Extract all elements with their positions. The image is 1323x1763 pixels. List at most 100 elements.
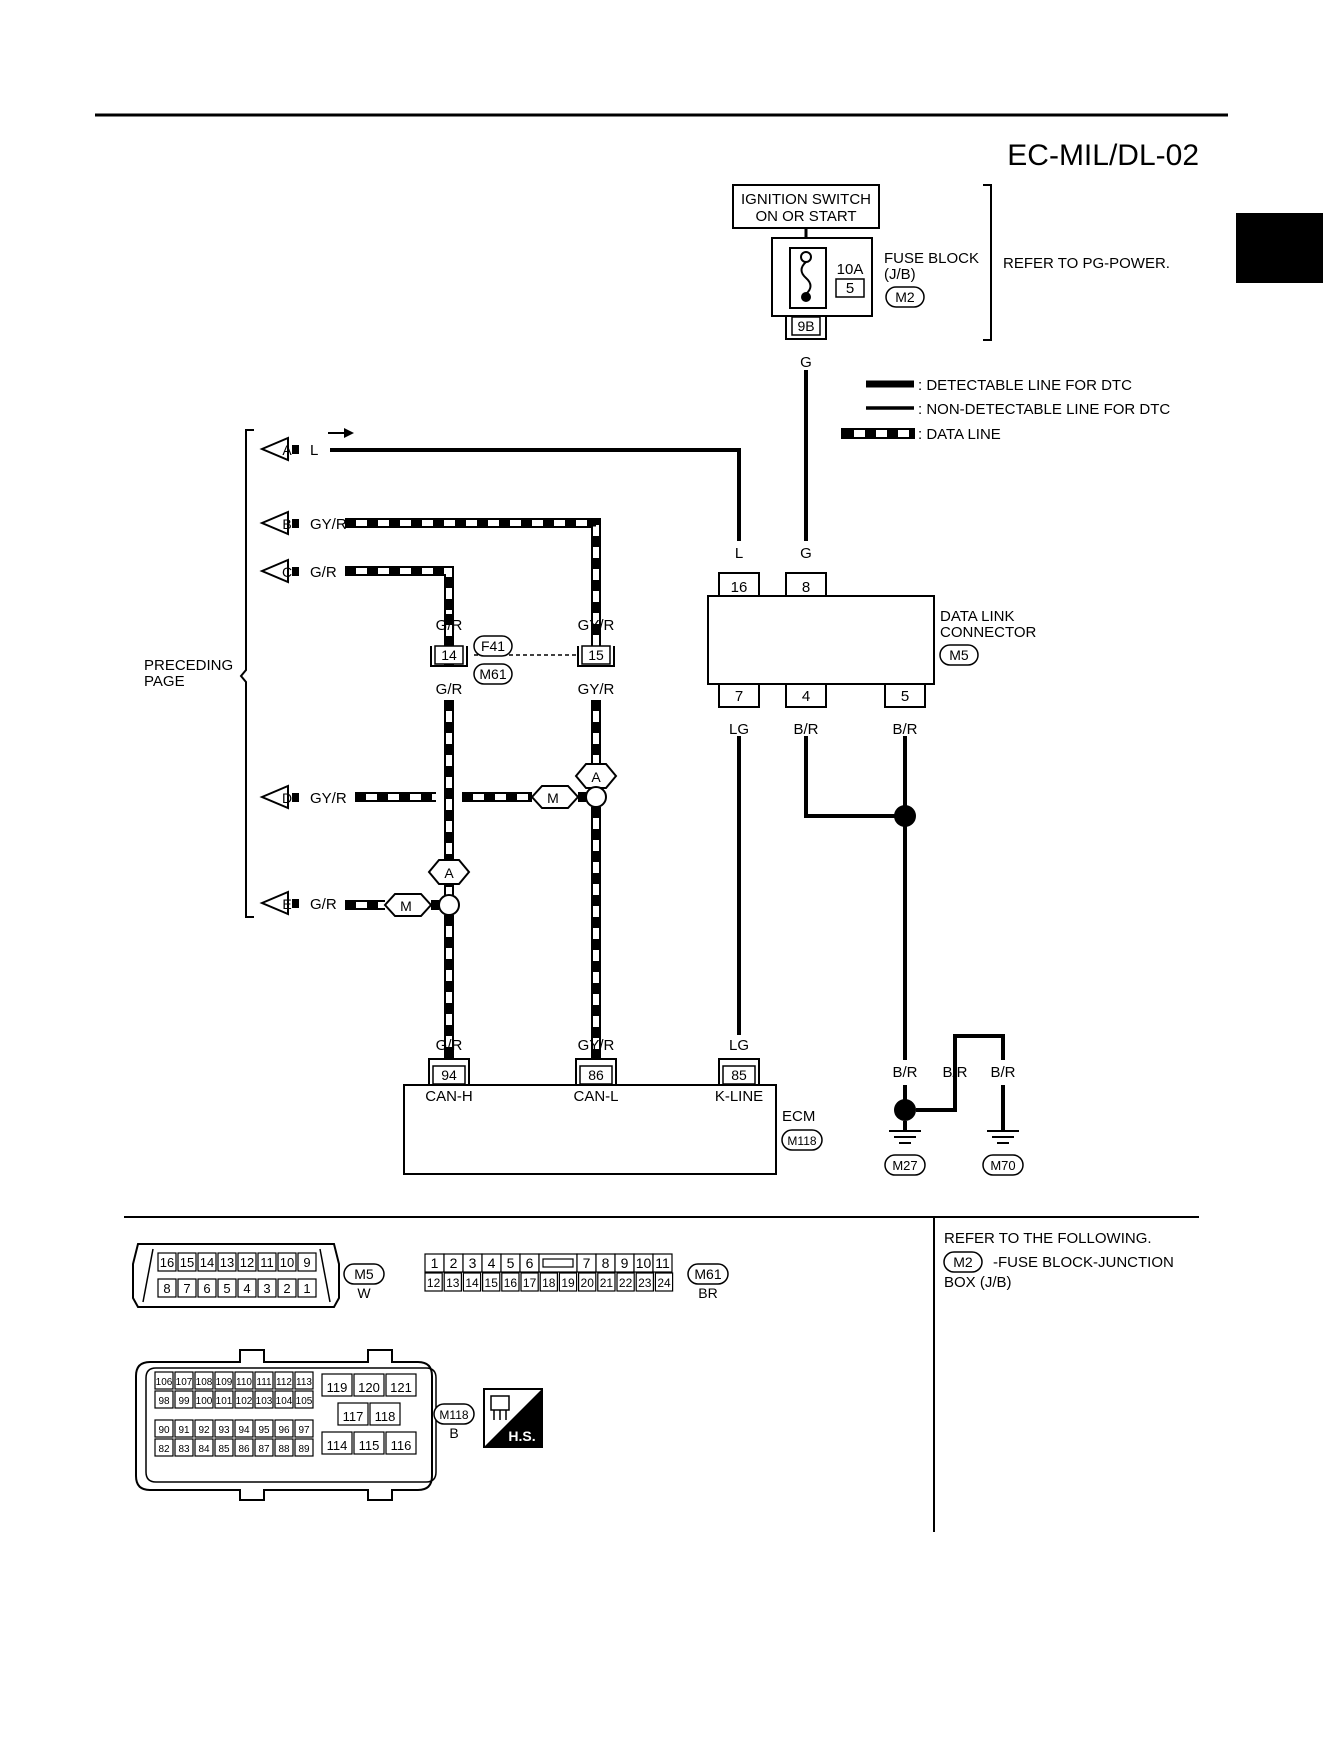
m5-bottom-pin: 3 — [263, 1281, 270, 1296]
wire-color-lg-top: LG — [729, 721, 749, 738]
m118-r4-cell — [194, 1438, 214, 1457]
m5-bottom-pin: 4 — [243, 1281, 250, 1296]
m118-r3-cell — [154, 1419, 174, 1438]
m61-bottom-cell — [482, 1272, 501, 1292]
m5-bottom-pin: 6 — [203, 1281, 210, 1296]
m118-r2-pin: 100 — [196, 1396, 213, 1407]
m118-r3-cell — [254, 1419, 274, 1438]
m5-top-cell — [217, 1252, 237, 1272]
offpage-e: E G/R — [259, 890, 337, 916]
m118-r2-pin: 105 — [296, 1396, 313, 1407]
offpage-e-color: G/R — [310, 896, 337, 913]
splice-m-upper-letter: M — [547, 790, 559, 806]
terminal-9b: 9B — [797, 318, 814, 334]
m61-bottom-cell — [577, 1272, 597, 1292]
fuse-icon — [800, 261, 812, 295]
ecm-can-l: CAN-L — [573, 1088, 618, 1105]
refer-item-connector: M2 — [953, 1254, 973, 1270]
m61-top-pin: 4 — [488, 1255, 496, 1271]
m118-r3-pin: 95 — [258, 1425, 270, 1436]
m118-r3-pin: 97 — [298, 1425, 310, 1436]
m5-view-color: W — [357, 1285, 371, 1301]
m118-view-name: M118 — [439, 1408, 468, 1422]
m5-top-pin: 14 — [200, 1255, 214, 1270]
m118-r1-pin: 110 — [236, 1377, 252, 1388]
refer-item-text1: -FUSE BLOCK-JUNCTION — [993, 1254, 1174, 1271]
m5-bottom-cell — [297, 1278, 317, 1298]
m61-top-pin: 3 — [469, 1255, 477, 1271]
m61-bottom-cell — [635, 1272, 655, 1292]
offpage-c-color: G/R — [310, 564, 337, 581]
m5-top-pin: 12 — [240, 1255, 254, 1270]
m61-bottom-pin: 15 — [485, 1276, 499, 1290]
wire-color-gr-3: G/R — [436, 1037, 463, 1054]
m61-top-cell — [652, 1253, 673, 1273]
wire-color-br-g1: B/R — [892, 1064, 917, 1081]
m118-r3-pin: 93 — [218, 1425, 230, 1436]
m5-bottom-cell — [257, 1278, 277, 1298]
m118-r1-cell — [234, 1371, 254, 1390]
ecm-pin-86-label: 86 — [588, 1067, 604, 1083]
m118-r1-cell — [294, 1371, 314, 1390]
m5-top-pin: 10 — [280, 1255, 294, 1270]
joint-connector-14: 14 — [430, 645, 468, 667]
m118-r1-pin: 113 — [296, 1377, 312, 1388]
ecm-pin-94-label: 94 — [441, 1067, 457, 1083]
m61-bottom-pin: 20 — [581, 1276, 595, 1290]
m118-r3-cell — [234, 1419, 254, 1438]
m5-top-pin: 9 — [303, 1255, 310, 1270]
m61-top-pin: 11 — [655, 1255, 670, 1271]
m118-r1-pin: 111 — [256, 1377, 272, 1388]
m118-r3-cell — [174, 1419, 194, 1438]
m118-r4-cell — [254, 1438, 274, 1457]
m118-r4-pin: 84 — [198, 1444, 210, 1455]
m5-top-pin: 11 — [260, 1255, 274, 1270]
refer-pg-power: REFER TO PG-POWER. — [1003, 255, 1170, 272]
m61-bottom-cell — [558, 1272, 578, 1292]
page-code: EC-MIL/DL-02 — [1007, 139, 1199, 172]
wire-l — [330, 448, 741, 541]
m118-r2-pin: 99 — [178, 1396, 190, 1407]
wire-color-br-5: B/R — [892, 721, 917, 738]
m61-top-pin: 5 — [507, 1255, 515, 1271]
m5-bottom-cell — [217, 1278, 237, 1298]
connector-f41: F41 — [481, 638, 505, 654]
fuse-number: 5 — [846, 280, 854, 297]
splice-m-lower: M — [383, 893, 433, 917]
m5-top-cell — [237, 1252, 257, 1272]
m61-bottom-pin: 21 — [600, 1276, 614, 1290]
m61-top-pin: 2 — [450, 1255, 458, 1271]
m61-bottom-pin: 12 — [427, 1276, 441, 1290]
m118-r2-pin: 104 — [276, 1396, 293, 1407]
offpage-d: D GY/R — [259, 784, 347, 810]
wire-color-br-g2: B/R — [942, 1064, 967, 1081]
wire-color-br-4: B/R — [793, 721, 818, 738]
splice-m-lower-letter: M — [400, 898, 412, 914]
ecm-can-h: CAN-H — [425, 1088, 473, 1105]
wire-color-lg-bottom: LG — [729, 1037, 749, 1054]
m118-rt-pin: 120 — [358, 1380, 380, 1395]
m61-bottom-pin: 16 — [504, 1276, 518, 1290]
m61-latch — [542, 1258, 574, 1268]
connector-m61: M61 — [479, 666, 506, 682]
m5-top-pin: 16 — [160, 1255, 174, 1270]
ignition-line2: ON OR START — [755, 208, 856, 225]
dlc-pin-8: 8 — [785, 572, 827, 596]
dlc-label-2: CONNECTOR — [940, 624, 1037, 641]
m5-view-name: M5 — [354, 1266, 374, 1282]
arrow-right-icon — [344, 428, 354, 438]
fuse-amp: 10A — [837, 261, 864, 278]
splice-point-lower — [438, 894, 460, 916]
dlc-pin-5: 5 — [884, 684, 926, 708]
m118-r2-pin: 98 — [158, 1396, 170, 1407]
m118-r4-pin: 85 — [218, 1444, 230, 1455]
m5-top-cell — [157, 1252, 177, 1272]
legend-non-detectable: : NON-DETECTABLE LINE FOR DTC — [918, 401, 1170, 418]
splice-a-lower-letter: A — [444, 865, 454, 881]
m61-bottom-cell — [501, 1272, 520, 1292]
m118-r4-cell — [274, 1438, 294, 1457]
m118-r2-cell — [234, 1390, 254, 1409]
m118-r1-cell — [254, 1371, 274, 1390]
m61-bottom-pin: 14 — [465, 1276, 479, 1290]
splice-a-lower: A — [427, 859, 471, 885]
